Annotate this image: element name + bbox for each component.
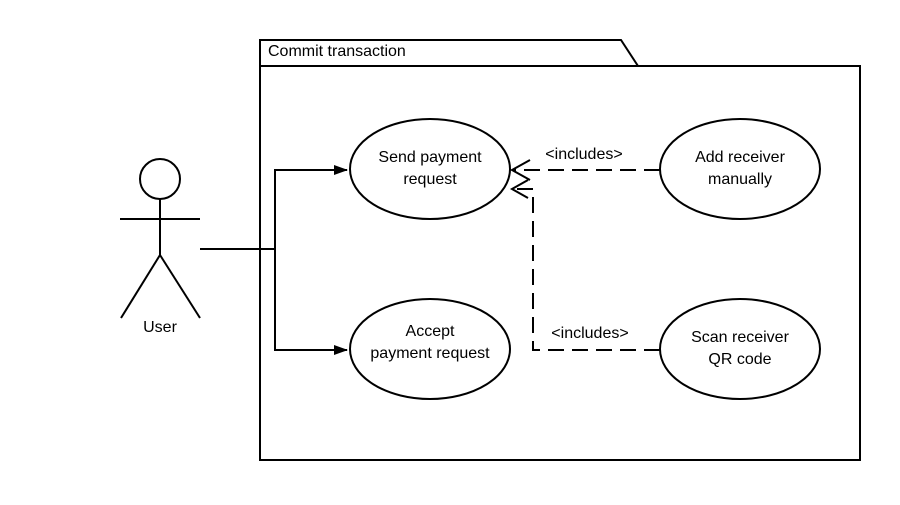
use-case-ellipse (349, 118, 511, 220)
package-title: Commit transaction (268, 43, 406, 60)
include-add-receiver: <includes> (509, 146, 660, 181)
use-case-send-payment: Send payment request (349, 118, 511, 220)
use-case-accept-payment: Accept payment request (349, 298, 511, 400)
association-accept-payment (274, 249, 348, 355)
use-case-label-line1: Send payment (378, 149, 482, 166)
use-case-label-line2: payment request (370, 345, 490, 362)
actor-user: User (120, 158, 201, 336)
use-case-ellipse (659, 118, 821, 220)
actor-head (139, 158, 181, 200)
actor-left-leg (120, 254, 161, 319)
use-case-ellipse (659, 298, 821, 400)
use-case-label-line1: Add receiver (695, 149, 785, 166)
use-case-label-line2: request (403, 171, 457, 188)
open-arrowhead (509, 159, 531, 181)
include-scan-receiver: <includes> (509, 179, 660, 351)
use-case-ellipse (349, 298, 511, 400)
include-label: <includes> (545, 146, 622, 163)
use-case-add-receiver: Add receiver manually (659, 118, 821, 220)
open-arrowhead (509, 179, 529, 199)
actor-right-leg (159, 254, 201, 319)
package-frame: Commit transaction (259, 39, 861, 461)
use-case-label-line2: QR code (708, 351, 771, 368)
actor-label: User (143, 319, 177, 336)
use-case-label-line1: Scan receiver (691, 329, 789, 346)
include-line (512, 188, 660, 351)
use-case-label-line1: Accept (406, 323, 455, 340)
association-send-payment (200, 165, 348, 250)
use-case-scan-receiver: Scan receiver QR code (659, 298, 821, 400)
use-case-label-line2: manually (708, 171, 772, 188)
include-label: <includes> (551, 325, 628, 342)
